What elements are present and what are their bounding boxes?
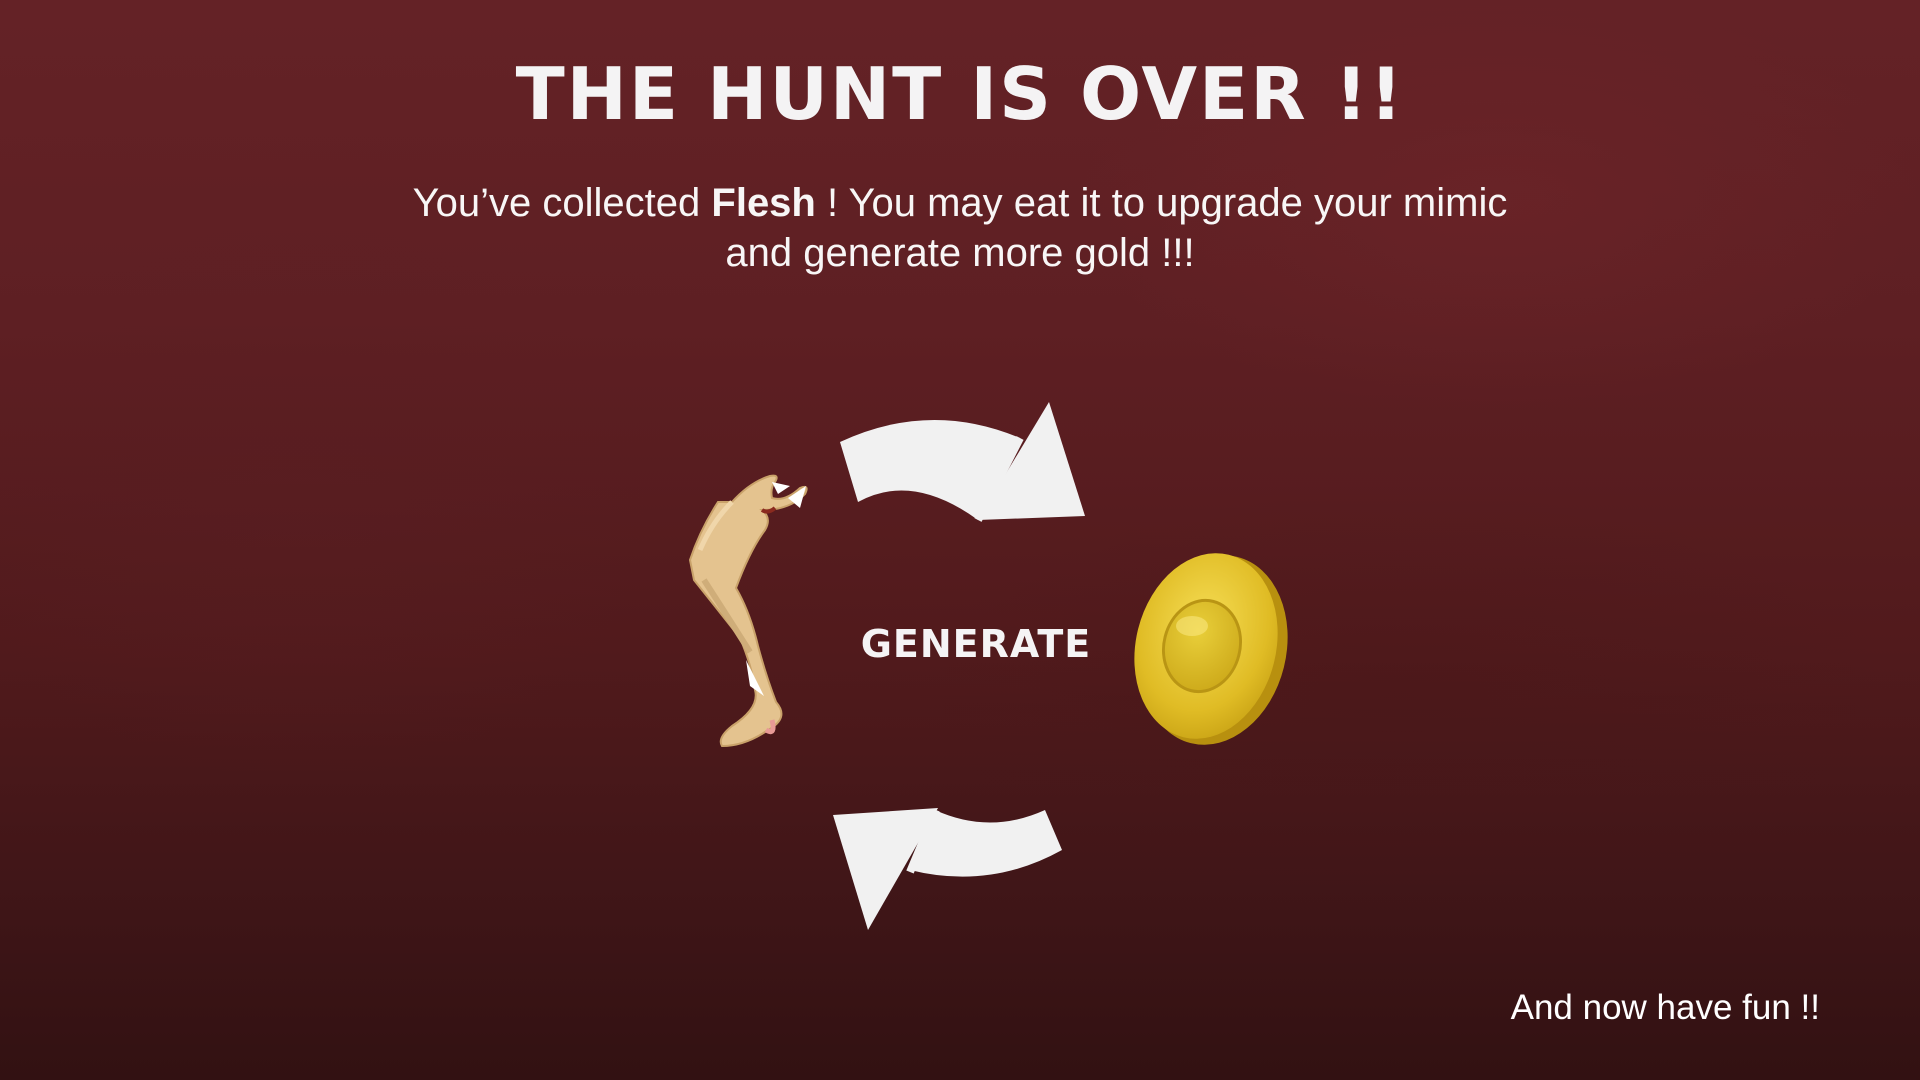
cycle-arrow-bottom-icon — [833, 808, 1062, 930]
message-prefix: You’ve collected — [412, 181, 712, 225]
generate-label: GENERATE — [860, 622, 1092, 666]
gold-coin-icon — [1134, 553, 1288, 745]
footer-note: And now have fun !! — [1510, 988, 1820, 1027]
collected-item-name: Flesh — [711, 181, 816, 225]
message-suffix: ! You may eat it to upgrade your mimic a… — [725, 181, 1508, 275]
result-message: You’ve collected Flesh ! You may eat it … — [400, 178, 1520, 278]
flesh-leg-icon — [688, 474, 808, 748]
generate-cycle-diagram: GENERATE — [600, 390, 1320, 950]
cycle-arrow-top-icon — [840, 402, 1085, 522]
page-title: THE HUNT IS OVER !! — [515, 52, 1405, 136]
